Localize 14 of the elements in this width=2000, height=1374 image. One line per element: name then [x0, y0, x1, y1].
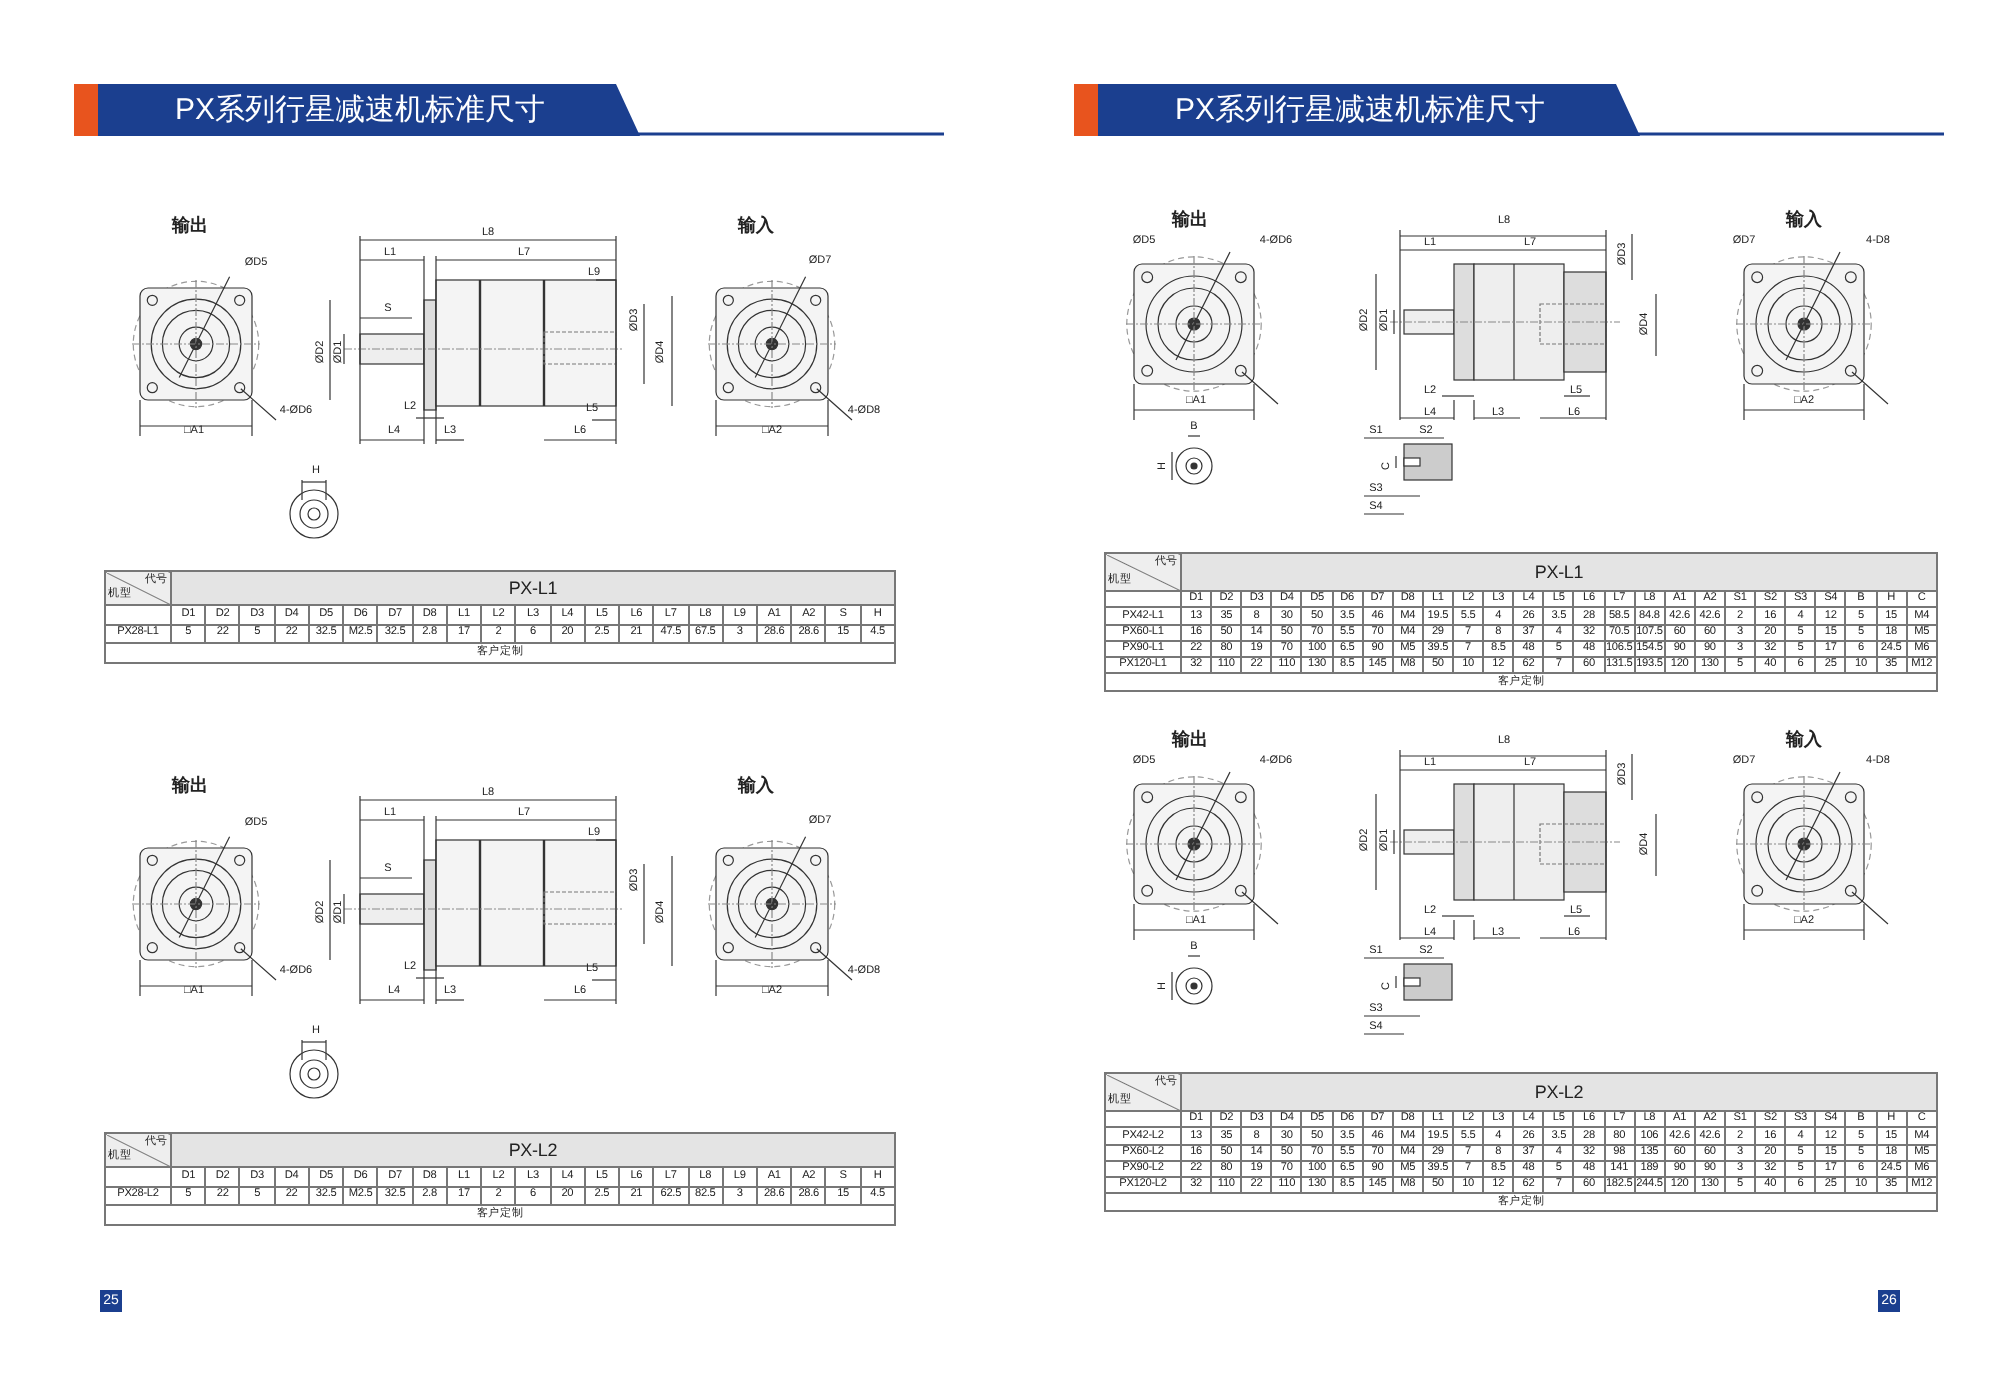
view-heading: 输出	[172, 777, 208, 795]
view-heading: 输入	[1786, 731, 1822, 749]
view-heading: 输入	[738, 217, 774, 235]
view-heading: 输入	[1786, 211, 1822, 229]
table-title: PX-L1	[171, 571, 895, 605]
view-heading: 输出	[1172, 211, 1208, 229]
view-heading: 输出	[1172, 731, 1208, 749]
table-title: PX-L2	[1181, 1073, 1937, 1111]
view-heading: 输出	[172, 217, 208, 235]
table-title: PX-L1	[1181, 553, 1937, 591]
page-title: PX系列行星减速机标准尺寸	[175, 95, 545, 125]
page-title: PX系列行星减速机标准尺寸	[1175, 95, 1545, 125]
table-title: PX-L2	[171, 1133, 895, 1167]
view-heading: 输入	[738, 777, 774, 795]
